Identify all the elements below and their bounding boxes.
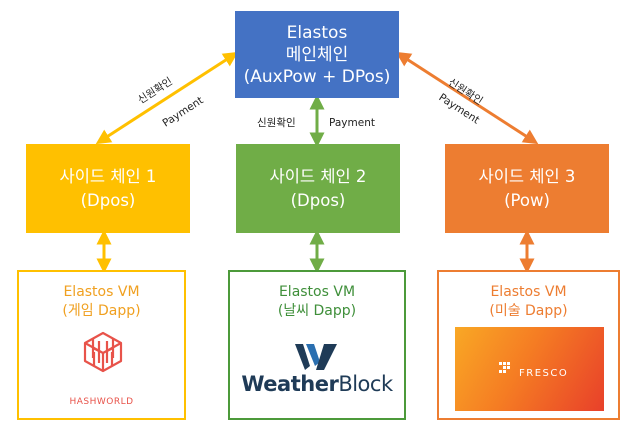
vm-1-title: Elastos VM bbox=[63, 284, 140, 300]
fresco-dots-icon bbox=[499, 362, 510, 373]
vm-2-subtitle: (날씨 Dapp) bbox=[277, 303, 357, 319]
vm-1-subtitle: (게임 Dapp) bbox=[62, 303, 141, 319]
fresco-wordmark: FRESCO bbox=[519, 368, 569, 379]
vm-3-box: Elastos VM (미술 Dapp) FRESCO bbox=[437, 270, 620, 420]
hashworld-cube-icon bbox=[83, 331, 123, 373]
vm-2-title: Elastos VM bbox=[278, 284, 356, 300]
label-center-identity: 신원확인 bbox=[257, 117, 296, 129]
weatherblock-wordmark-bold: Weather bbox=[241, 372, 339, 396]
side-chain-3-box: 사이드 체인 3 (Pow) bbox=[445, 144, 609, 233]
side-chain-2-title: 사이드 체인 2 bbox=[269, 166, 367, 186]
vm-1-box: Elastos VM (게임 Dapp) HASHWORLD bbox=[17, 270, 186, 420]
vm-3-subtitle: (미술 Dapp) bbox=[489, 303, 568, 319]
main-chain-line1: Elastos bbox=[286, 22, 348, 43]
main-chain-box: Elastos 메인체인 (AuxPow + DPos) bbox=[235, 11, 399, 98]
side-chain-2-consensus: (Dpos) bbox=[290, 190, 346, 210]
label-center-payment: Payment bbox=[329, 117, 375, 129]
side-chain-1-title: 사이드 체인 1 bbox=[59, 166, 157, 186]
weatherblock-w-icon bbox=[295, 344, 337, 370]
side-chain-1-consensus: (Dpos) bbox=[80, 190, 136, 210]
weatherblock-wordmark-light: Block bbox=[338, 372, 393, 396]
fresco-card: FRESCO bbox=[455, 327, 604, 411]
hashworld-wordmark: HASHWORLD bbox=[69, 397, 134, 407]
vm-2-box: Elastos VM (날씨 Dapp) WeatherBlock bbox=[228, 270, 406, 420]
arrow-main-side3 bbox=[395, 51, 539, 145]
side-chain-3-consensus: (Pow) bbox=[504, 190, 550, 210]
main-chain-line3: (AuxPow + DPos) bbox=[243, 66, 391, 87]
vm-3-title: Elastos VM bbox=[490, 284, 567, 300]
weatherblock-wordmark: WeatherBlock bbox=[230, 372, 404, 396]
arrow-main-side1 bbox=[95, 51, 239, 145]
side-chain-2-box: 사이드 체인 2 (Dpos) bbox=[236, 144, 400, 233]
main-chain-line2: 메인체인 bbox=[285, 44, 349, 65]
side-chain-1-box: 사이드 체인 1 (Dpos) bbox=[26, 144, 190, 233]
side-chain-3-title: 사이드 체인 3 bbox=[478, 166, 576, 186]
